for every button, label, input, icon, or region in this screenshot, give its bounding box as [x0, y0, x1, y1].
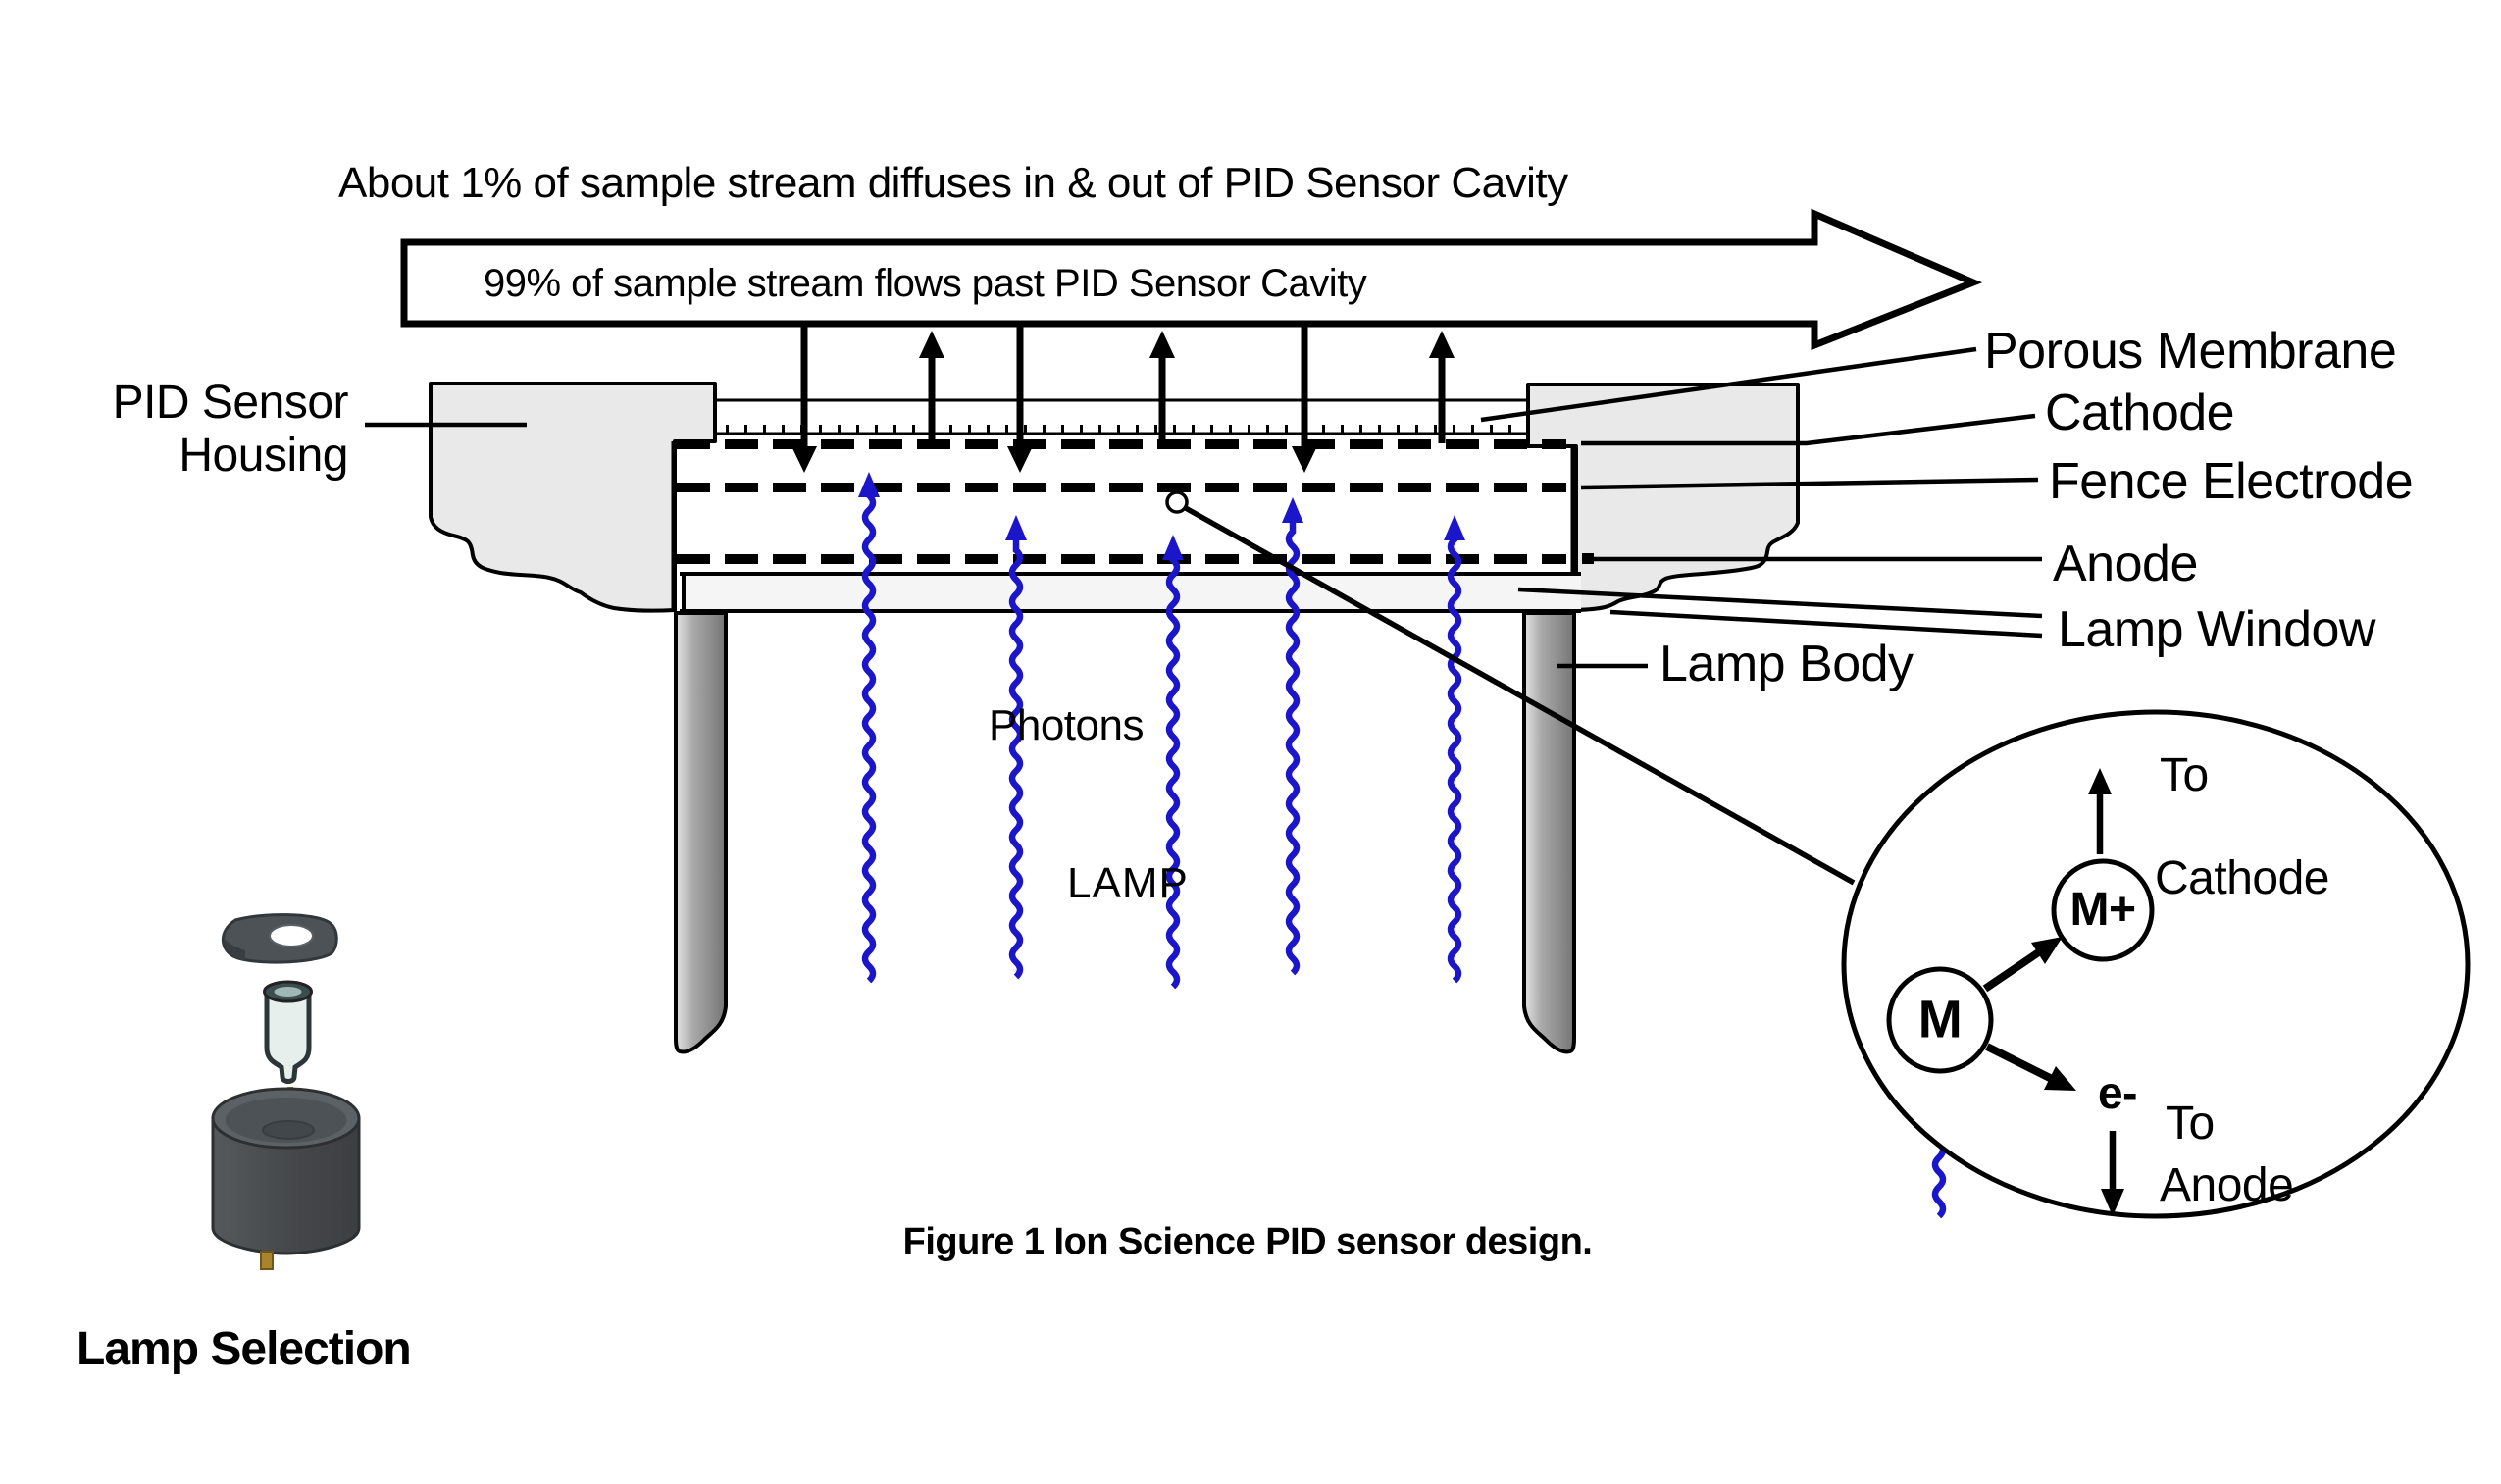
- lamp-body-left-leg: [674, 611, 728, 1054]
- cathode-label: Cathode: [2045, 384, 2235, 441]
- photon-wavy-arrows: [861, 492, 1947, 1219]
- top-note: About 1% of sample stream diffuses in & …: [338, 159, 1568, 207]
- lamp-selection-graphic: [211, 913, 361, 1270]
- sample-down-arrows: [800, 325, 1308, 447]
- molecule-dot: [1165, 490, 1189, 514]
- photons-label: Photons: [989, 701, 1144, 749]
- inset-molecule-M: M: [1917, 990, 1963, 1049]
- anode-label: Anode: [2053, 536, 2198, 592]
- anode-leader-dot: [1582, 553, 1594, 564]
- photon-wavy-arrow: [1447, 537, 1462, 984]
- photon-wavy-arrow: [1165, 556, 1181, 990]
- inset-to-anode-word2: Anode: [2160, 1159, 2294, 1211]
- lamp-body-right-leg: [1522, 611, 1576, 1054]
- photon-arrowheads: [858, 472, 1950, 1100]
- sensor-cylinder-hole: [262, 1120, 315, 1140]
- inset-to-anode-word1: To: [2166, 1098, 2215, 1150]
- m-to-ion-arrow: [1982, 947, 2043, 993]
- sample-down-arrowheads: [791, 446, 1317, 473]
- sample-up-arrows: [928, 357, 1446, 443]
- inset-ellipse: [1841, 709, 2471, 1219]
- inset-ion-Mplus: M+: [2069, 883, 2136, 936]
- inset-to-cathode-word1: To: [2160, 749, 2209, 801]
- ion-Mplus-circle: [2051, 858, 2155, 962]
- m-to-electron-arrowhead: [2044, 1066, 2076, 1091]
- sample-up-arrowheads: [919, 331, 1455, 358]
- m-to-ion-arrowhead: [2031, 937, 2063, 964]
- housing-left: [429, 382, 717, 613]
- lamp-window-shape: [684, 574, 1581, 611]
- lamp-window-label: Lamp Window: [2058, 601, 2375, 658]
- flow-block-arrow: [400, 208, 1983, 351]
- housing-right: [1526, 383, 1800, 612]
- inset-electron: e-: [2098, 1067, 2137, 1118]
- flow-arrow-label: 99% of sample stream flows past PID Sens…: [484, 262, 1367, 305]
- lamp-vial-rim-inner: [274, 987, 302, 997]
- leader-lines: [365, 346, 2043, 669]
- electrode-stack-cap-side: [224, 938, 245, 961]
- molecule-M-circle: [1886, 966, 1994, 1074]
- sensor-cylinder: [211, 1116, 361, 1255]
- electrode-stack-cap-hole: [269, 924, 314, 947]
- porous-membrane-label: Porous Membrane: [1984, 323, 2397, 380]
- sensor-cylinder-top-inner: [225, 1098, 347, 1143]
- lamp-selection-label: Lamp Selection: [77, 1323, 412, 1375]
- sensor-bottom-pin: [260, 1251, 274, 1270]
- lamp-label: LAMP: [1067, 859, 1189, 907]
- inset-to-cathode-word2: Cathode: [2155, 852, 2329, 904]
- pid-sensor-housing-label-line2: Housing: [179, 430, 348, 482]
- figure-caption: Figure 1 Ion Science PID sensor design.: [902, 1221, 1593, 1262]
- lamp-body-label: Lamp Body: [1659, 636, 1914, 692]
- photon-wavy-arrow: [1008, 537, 1024, 980]
- photon-wavy-arrow: [1285, 519, 1301, 976]
- fence-electrode-label: Fence Electrode: [2049, 453, 2414, 510]
- to-cathode-arrowhead: [2088, 768, 2112, 794]
- photon-wavy-arrow: [861, 492, 877, 984]
- m-to-electron-arrow: [1985, 1043, 2054, 1083]
- to-anode-arrowhead: [2101, 1189, 2124, 1216]
- inset-zoom-line: [1182, 504, 1856, 886]
- pid-sensor-housing-label-line1: PID Sensor: [112, 377, 349, 429]
